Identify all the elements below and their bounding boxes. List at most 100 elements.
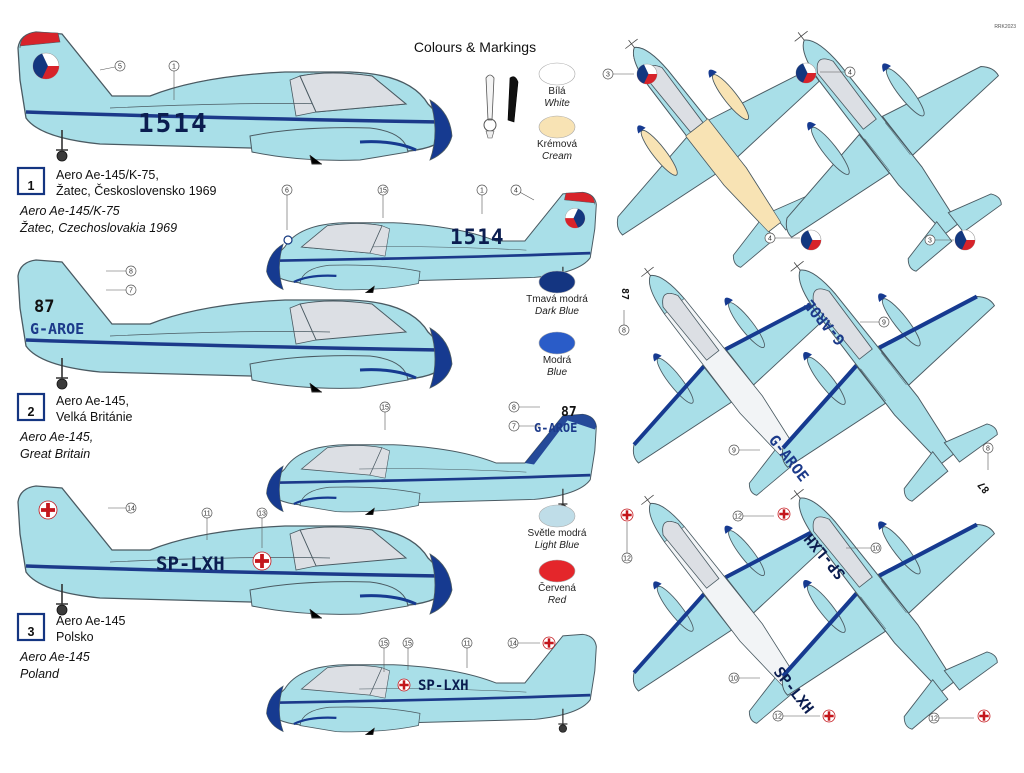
caption-czech-line-2: Polsko <box>56 630 94 644</box>
callout-marker: 10 <box>728 672 740 684</box>
callout-marker: 11 <box>461 637 473 649</box>
swatch-name: Tmavá modrá <box>526 294 588 305</box>
swatch-english-name: Red <box>548 595 567 606</box>
scheme-1-plan-top <box>529 0 881 314</box>
callout-number: 15 <box>381 405 389 412</box>
callout-marker: 9 <box>728 444 740 456</box>
callout-marker: 8 <box>125 265 137 277</box>
fin-number-text: 87 <box>619 288 630 300</box>
scheme-number: 1 <box>28 179 35 193</box>
callout-number: 11 <box>463 641 470 648</box>
registration-text: 1514 <box>138 109 209 139</box>
callout-number: 3 <box>928 238 932 245</box>
swatch-name: Modrá <box>543 355 572 366</box>
callout-number: 5 <box>118 64 122 71</box>
caption-czech-line-1: Aero Ae-145, <box>56 394 129 408</box>
callout-marker: 3 <box>924 234 936 246</box>
callout-number: 9 <box>882 320 886 327</box>
red-cross-icon <box>397 678 411 692</box>
callout-marker: 4 <box>510 184 522 196</box>
czech-roundel-icon <box>795 62 817 84</box>
callout-marker: 6 <box>281 184 293 196</box>
scheme-number-badge: 2 <box>16 392 46 422</box>
callout-marker: 7 <box>125 284 137 296</box>
callout-number: 13 <box>258 511 266 518</box>
callout-number: 12 <box>623 556 631 563</box>
scheme-3-plan-top <box>545 418 897 770</box>
sheet-title: Colours & Markings <box>414 39 536 55</box>
callout-marker: 9 <box>878 316 890 328</box>
registration-text: G-AROE <box>30 320 84 338</box>
czech-roundel-icon <box>954 229 976 251</box>
red-cross-icon <box>542 636 556 650</box>
callout-number: 6 <box>285 188 289 195</box>
callout-number: 4 <box>514 188 518 195</box>
registration-text: G-AROE <box>534 421 577 435</box>
caption-english-line-2: Great Britain <box>20 447 90 461</box>
callout-marker: 15 <box>402 637 414 649</box>
callout-marker: 15 <box>378 637 390 649</box>
callout-marker: 8 <box>508 401 520 413</box>
swatch-name: Bílá <box>548 86 566 97</box>
callout-number: 4 <box>768 236 772 243</box>
swatch-english-name: Blue <box>547 367 567 378</box>
red-cross-icon <box>977 709 991 723</box>
callout-number: 15 <box>404 641 412 648</box>
callout-marker: 4 <box>764 232 776 244</box>
caption-english-line-1: Aero Ae-145 <box>19 650 90 664</box>
scheme-number: 2 <box>28 405 35 419</box>
propeller-icon <box>507 76 519 123</box>
swatch-english-name: Dark Blue <box>535 306 579 317</box>
callout-marker: 13 <box>256 507 268 519</box>
swatch-chip <box>538 115 576 139</box>
callout-number: 4 <box>848 70 852 77</box>
callout-number: 15 <box>380 641 388 648</box>
callout-number: 3 <box>606 72 610 79</box>
caption-english-line-2: Poland <box>20 667 60 681</box>
callout-number: 12 <box>930 716 938 723</box>
callout-number: 7 <box>512 424 516 431</box>
swatch-name: Červená <box>538 581 576 594</box>
callout-marker: 15 <box>377 184 389 196</box>
red-cross-icon <box>822 709 836 723</box>
callout-marker: 5 <box>114 60 126 72</box>
callout-number: 1 <box>480 188 484 195</box>
callout-marker: 4 <box>844 66 856 78</box>
caption-czech-line-2: Žatec, Československo 1969 <box>56 183 217 198</box>
fin-number-text: 87 <box>34 297 54 317</box>
registration-text: SP-LXH <box>418 678 469 694</box>
caption-czech-line-1: Aero Ae-145 <box>56 614 126 628</box>
caption-english-line-1: Aero Ae-145, <box>19 430 93 444</box>
callout-marker: 14 <box>507 637 519 649</box>
callout-number: 11 <box>203 511 210 518</box>
callout-number: 15 <box>379 188 387 195</box>
callout-number: 12 <box>774 714 782 721</box>
registration-text: SP-LXH <box>156 553 225 575</box>
swatch-chip <box>538 559 576 583</box>
swatch-name: Světle modrá <box>528 528 587 539</box>
callout-marker: 15 <box>379 401 391 413</box>
scheme-2-side-view: 87G-AROE <box>16 258 454 394</box>
swatch-chip <box>538 331 576 355</box>
czech-roundel-icon <box>32 52 60 80</box>
callout-number: 12 <box>734 514 742 521</box>
fin-number-text: 87 <box>976 479 992 495</box>
callout-number: 9 <box>732 448 736 455</box>
callout-number: 14 <box>509 641 517 648</box>
callout-marker: 8 <box>618 324 630 336</box>
red-cross-icon <box>252 551 272 571</box>
scheme-2-plan-bottom <box>690 180 1024 550</box>
callout-marker: 3 <box>602 68 614 80</box>
emblem-icon <box>283 235 293 245</box>
callout-marker: 12 <box>621 552 633 564</box>
